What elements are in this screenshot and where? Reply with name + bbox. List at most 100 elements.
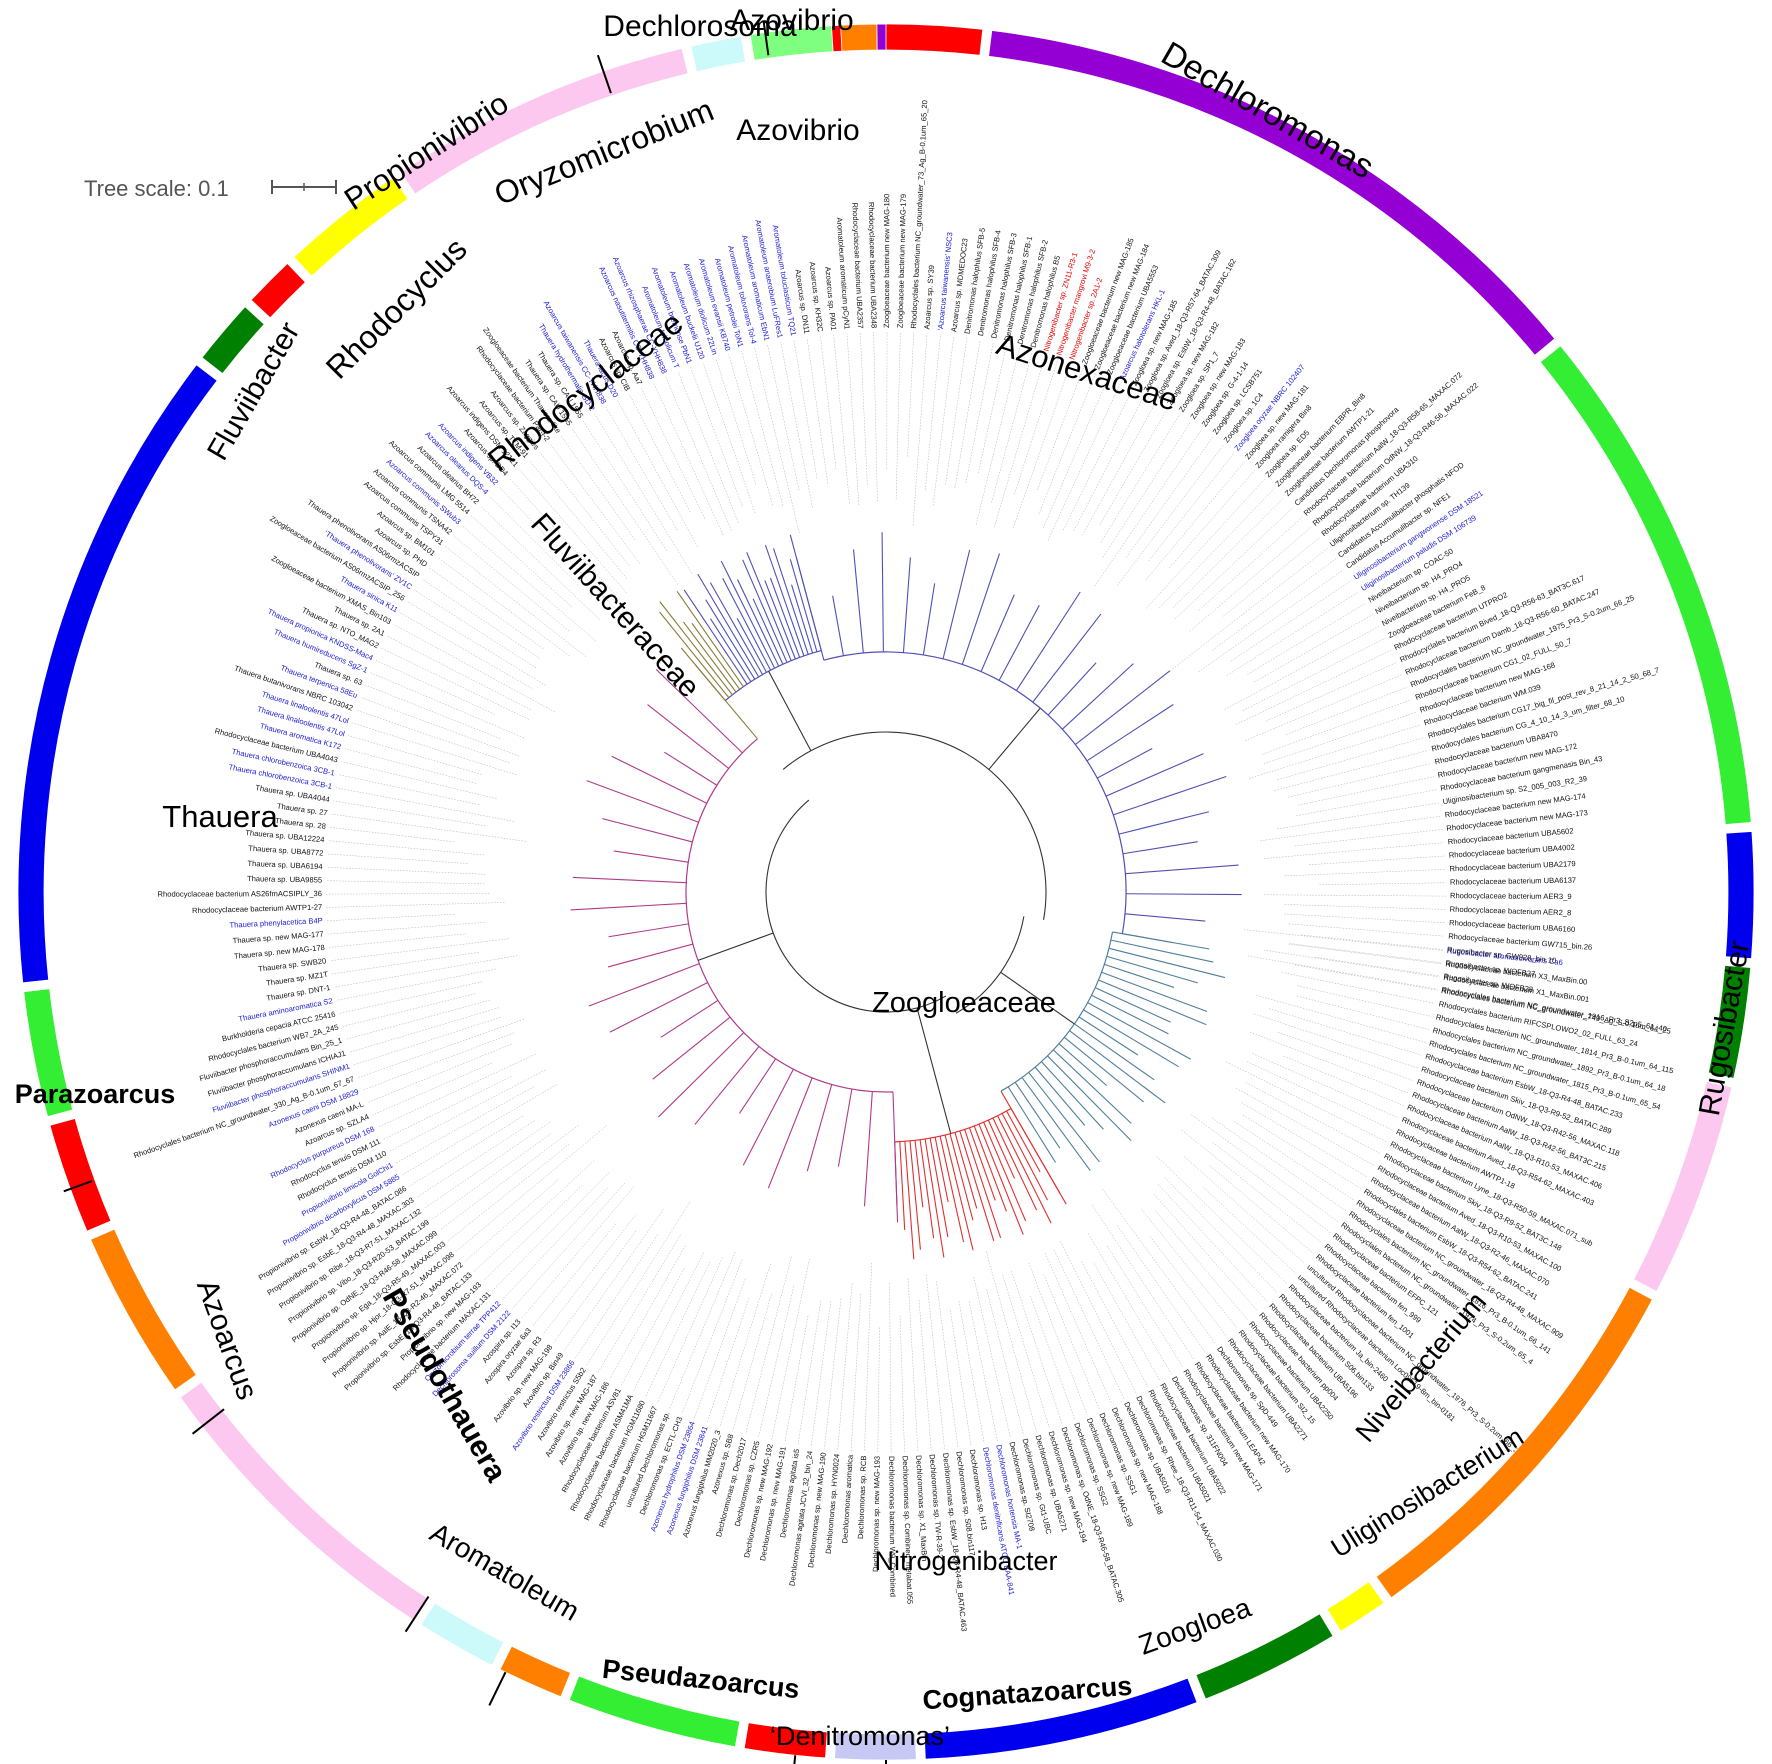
leaf-guide <box>1274 750 1428 791</box>
leaf-guide <box>1235 649 1392 725</box>
leaf-guide <box>715 358 757 485</box>
ring-segment-thauera <box>17 364 218 984</box>
leaf-guide <box>793 339 818 479</box>
tree-branch <box>746 552 792 661</box>
tree-branch <box>697 573 760 678</box>
tree-branch <box>904 1141 915 1260</box>
leaf-guide <box>375 660 495 715</box>
leaf-guide <box>833 334 850 504</box>
tree-branch <box>1032 613 1102 703</box>
genus-label-parazoarcus: Parazoarcus <box>15 1079 176 1109</box>
tree-branch <box>983 1121 1027 1222</box>
leaf-label: Rhodocyclaceae bacterium AER3_9 <box>1450 891 1572 901</box>
ring-segment-nitrogenibacter <box>743 1722 828 1759</box>
tree-branch <box>964 1129 1002 1239</box>
leaf-guide <box>1234 1121 1354 1201</box>
tree-branch <box>602 818 693 843</box>
tree-branch <box>769 577 801 658</box>
leaf-guide <box>341 761 497 799</box>
tree-branch <box>572 876 687 884</box>
leaf-guide <box>1157 1183 1268 1303</box>
ring-segment-rugosibacter <box>1633 1080 1733 1292</box>
backbone-branch <box>988 707 1041 770</box>
leaf-guide <box>1002 1274 1050 1428</box>
tree-branch <box>1125 893 1242 896</box>
genus-label-rugosibacter: Rugosibacter <box>1693 938 1756 1118</box>
leaf-label: Rhodocyclaceae bacterium UBA2357 <box>850 202 865 328</box>
tree-branches <box>570 532 1242 1260</box>
leaf-guide <box>1063 389 1133 531</box>
leaf-guide <box>621 1268 685 1386</box>
tree-branch <box>694 1046 760 1125</box>
leaf-guide <box>1148 453 1235 562</box>
leaf-guide <box>912 333 928 526</box>
tree-branch <box>973 1125 1007 1212</box>
leaf-guide <box>1091 1204 1195 1360</box>
leaf-label: Azoarcus sp. SY39 <box>922 265 936 330</box>
leaf-guide <box>985 1251 1037 1432</box>
leaf-guide <box>1164 1177 1278 1293</box>
leaf-label: Rhodocyclaceae bacterium UBA2179 <box>1449 859 1575 873</box>
tree-branch <box>705 599 756 680</box>
leaf-guide <box>958 1301 985 1444</box>
leaf-guide <box>365 684 501 739</box>
leaf-guide <box>1245 1082 1382 1155</box>
ring-segment-niveibacterium <box>1326 1581 1385 1632</box>
leaf-guide <box>1153 1194 1258 1312</box>
family-label-fluviibacteraceae: Fluviibacteraceae <box>524 507 706 704</box>
tree-branch <box>1010 1108 1067 1205</box>
leaf-guide <box>327 853 468 864</box>
tree-branch <box>736 618 768 673</box>
leaf-guide <box>1242 1114 1362 1189</box>
leaf-guide <box>597 1234 681 1373</box>
tree-branch <box>914 1140 924 1208</box>
tree-branch <box>944 1134 974 1251</box>
tree-branch <box>586 780 699 823</box>
leaf-guide <box>1212 1142 1331 1233</box>
leaf-guide <box>453 535 570 632</box>
leaf-guide <box>328 840 484 856</box>
leaf-guide <box>356 709 510 763</box>
leaf-guide <box>344 748 477 784</box>
tree-branch <box>1006 1110 1041 1173</box>
leaf-guide <box>532 1223 616 1327</box>
tree-branch <box>832 595 845 656</box>
leaf-guide <box>331 813 526 842</box>
leaf-guide <box>1184 1156 1306 1264</box>
leaf-guide <box>728 354 774 506</box>
tree-branch <box>720 560 776 669</box>
leaf-guide <box>542 1215 636 1335</box>
leaf-guide <box>339 981 483 1014</box>
leaf-guide <box>1296 789 1437 817</box>
tree-branch <box>658 1032 745 1118</box>
tree-branch <box>613 850 689 863</box>
tree-scale: Tree scale: 0.1 <box>84 176 337 201</box>
leaf-guide <box>758 1286 795 1438</box>
tree-branch <box>1106 955 1198 984</box>
leaf-guide <box>431 1133 551 1220</box>
leaf-guide <box>1158 488 1275 609</box>
ring-segment-darkgreen-right <box>1707 964 1752 1079</box>
leaf-guide <box>899 1315 905 1452</box>
leaf-guide <box>1174 507 1294 620</box>
leaf-label: Dechloromonas aromatica <box>840 1454 855 1544</box>
leaf-guide <box>632 1252 704 1392</box>
tree-branch <box>1125 864 1239 875</box>
leaf-guide <box>571 428 679 585</box>
ring-segment-purple-top <box>876 23 887 51</box>
leaf-label: Dechloromonas sp. new MAG-193 <box>871 1456 882 1572</box>
leaf-guide <box>877 1327 880 1452</box>
leaf-guide <box>1189 527 1312 632</box>
leaf-guide <box>395 1086 535 1164</box>
leaf-guide <box>1014 359 1059 495</box>
leaf-guide <box>978 345 1007 474</box>
leaf-guide <box>345 999 491 1040</box>
tree-branch <box>742 559 788 663</box>
ring-segment-orange-right <box>1375 1286 1653 1599</box>
leaf-guide <box>1315 956 1440 977</box>
tree-branch <box>659 601 733 696</box>
leaf-guide <box>456 1125 608 1252</box>
tree-branch <box>588 963 700 1007</box>
leaf-guide <box>968 1301 998 1441</box>
leaf-guide <box>810 1301 832 1448</box>
